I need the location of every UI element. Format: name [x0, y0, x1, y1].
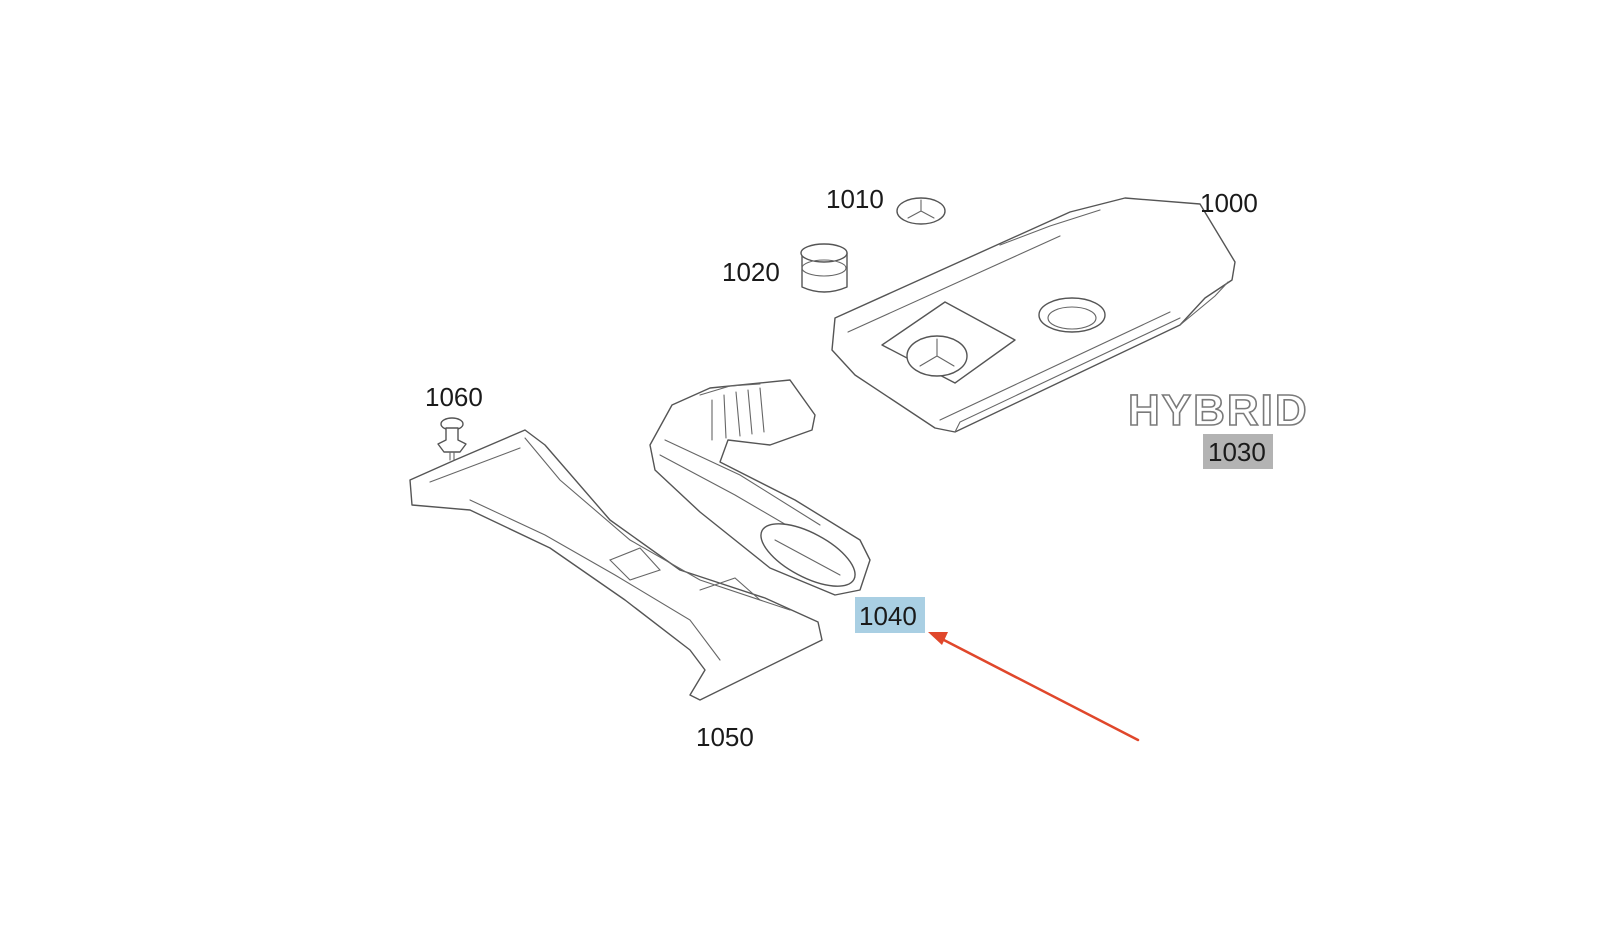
highlight-1040: [855, 597, 925, 633]
cap-drawing[interactable]: [800, 243, 848, 293]
push-clip-drawing[interactable]: [437, 417, 467, 461]
hybrid-badge-drawing[interactable]: HYBRID: [1127, 385, 1309, 436]
callout-1020[interactable]: 1020: [722, 257, 780, 287]
callout-1010[interactable]: 1010: [826, 184, 884, 214]
pointer-arrow: [928, 632, 1140, 742]
hybrid-badge-text: HYBRID: [1128, 386, 1309, 435]
highlight-1030: [1203, 434, 1273, 469]
callout-1040[interactable]: 1040: [859, 601, 917, 631]
callout-1030[interactable]: 1030: [1208, 437, 1266, 467]
air-intake-duct-drawing[interactable]: [649, 379, 871, 599]
callout-1000[interactable]: 1000: [1200, 188, 1258, 218]
callout-1050[interactable]: 1050: [696, 722, 754, 752]
bracket-panel-drawing[interactable]: [409, 429, 823, 701]
callout-1060[interactable]: 1060: [425, 382, 483, 412]
star-emblem-drawing[interactable]: [896, 197, 946, 225]
engine-cover-drawing[interactable]: [831, 197, 1236, 433]
